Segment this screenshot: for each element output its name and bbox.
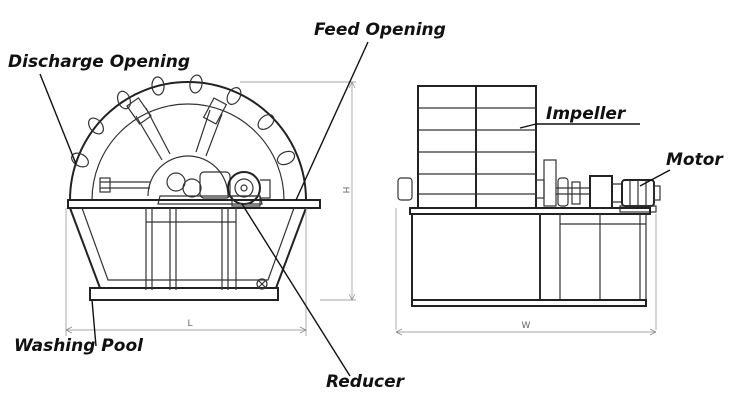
side-view: W — [395, 85, 661, 336]
wheel-buckets — [71, 74, 296, 168]
wheel-inner-rim — [91, 103, 285, 201]
front-view: L H — [65, 74, 356, 336]
wheel-outer-rim — [69, 81, 307, 201]
side-extension-lines — [395, 208, 657, 330]
label-discharge-opening: Discharge Opening — [8, 52, 191, 72]
reducer-leader — [241, 203, 351, 377]
drain-valve-icon — [256, 278, 268, 290]
label-feed-opening: Feed Opening — [314, 20, 446, 40]
motor-leader — [639, 169, 671, 187]
label-motor: Motor — [666, 150, 723, 170]
discharge-opening-leader — [39, 73, 77, 165]
support-frame — [145, 208, 237, 290]
dimension-width: W — [522, 321, 531, 331]
drive-shaft — [397, 159, 590, 207]
dimension-height: H — [340, 187, 350, 194]
tank-rim — [67, 199, 321, 209]
wheel-spokes — [99, 97, 228, 193]
impeller-drum — [417, 85, 537, 209]
washing-pool-leader — [91, 299, 97, 347]
leader-lines — [39, 41, 671, 377]
tank-base — [89, 287, 279, 301]
side-support-frame — [411, 214, 647, 307]
front-dimensions — [65, 81, 356, 336]
label-impeller: Impeller — [546, 104, 626, 124]
impeller-leader — [519, 123, 640, 129]
reducer-assembly — [157, 171, 271, 207]
side-reducer — [589, 175, 623, 209]
label-reducer: Reducer — [326, 372, 405, 392]
side-washing-tank — [411, 213, 541, 301]
feed-opening-leader — [295, 41, 369, 201]
dimension-length: L — [187, 319, 192, 329]
washing-tank — [69, 207, 307, 289]
side-tank-rim — [409, 207, 651, 215]
label-washing-pool: Washing Pool — [14, 336, 143, 356]
wheel-hub — [147, 155, 229, 197]
